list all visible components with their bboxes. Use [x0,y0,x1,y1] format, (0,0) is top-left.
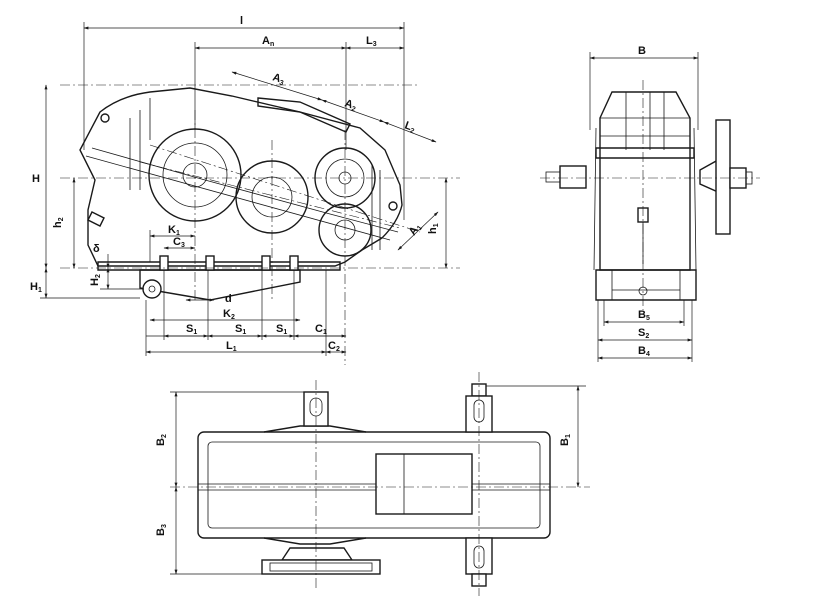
lifting-lug-right [388,201,398,211]
side-view [540,80,760,310]
dim-A3: A3 [271,71,286,87]
dim-d: d [225,293,232,305]
dim-H1: H1 [30,281,42,294]
side-split-flange [595,147,695,159]
dim-L3: L3 [366,35,377,48]
dim-A2: A2 [343,97,358,113]
dim-S1-c: S1 [276,323,287,336]
split-flange [85,155,391,241]
dim-l: l [240,15,243,27]
dim-S1-b: S1 [235,323,246,336]
input-shaft-side [559,165,587,189]
dim-K1: K1 [168,224,180,237]
dim-B3: B3 [155,524,168,536]
oil-plug [87,211,105,227]
output-coupling-top [261,559,381,575]
front-dimensions: l An L3 A3 A2 L2 A1 H h2 h1 H1 [30,15,448,356]
top-cover-box [375,453,473,515]
dim-delta: δ [93,243,100,255]
dim-B4: B4 [638,345,650,358]
dim-K2: K2 [223,308,235,321]
oil-drain [142,279,162,299]
dim-H: H [32,173,40,185]
side-base [595,269,697,301]
top-view [170,372,590,596]
dim-B: B [638,45,646,57]
top-housing [197,431,551,539]
dim-S1-a: S1 [186,323,197,336]
dim-C1: C1 [315,323,327,336]
base-flange [97,261,341,271]
dim-S2: S2 [638,327,649,340]
dim-h2: h2 [52,217,65,228]
top-dimensions: B2 B3 B1 [155,385,586,575]
front-view [60,84,460,365]
dim-h1: h1 [427,223,440,234]
dim-H2: H2 [89,274,102,286]
inspection-cover [257,97,351,133]
output-coupling-side [715,119,731,235]
dim-C2: C2 [328,340,340,353]
dim-B2: B2 [155,434,168,446]
dim-A1: A1 [407,221,425,238]
base-foot [139,269,301,301]
lifting-lug-left [100,113,110,123]
dim-L1: L1 [226,340,237,353]
side-housing [599,91,691,271]
dim-B1: B1 [559,434,572,446]
top-boss-left [263,425,367,433]
side-dimensions: B B5 S2 B4 [589,45,699,362]
dim-B5: B5 [638,309,650,322]
dim-L2: L2 [403,120,418,136]
dim-C3: C3 [173,236,185,249]
dim-An: An [262,35,274,48]
